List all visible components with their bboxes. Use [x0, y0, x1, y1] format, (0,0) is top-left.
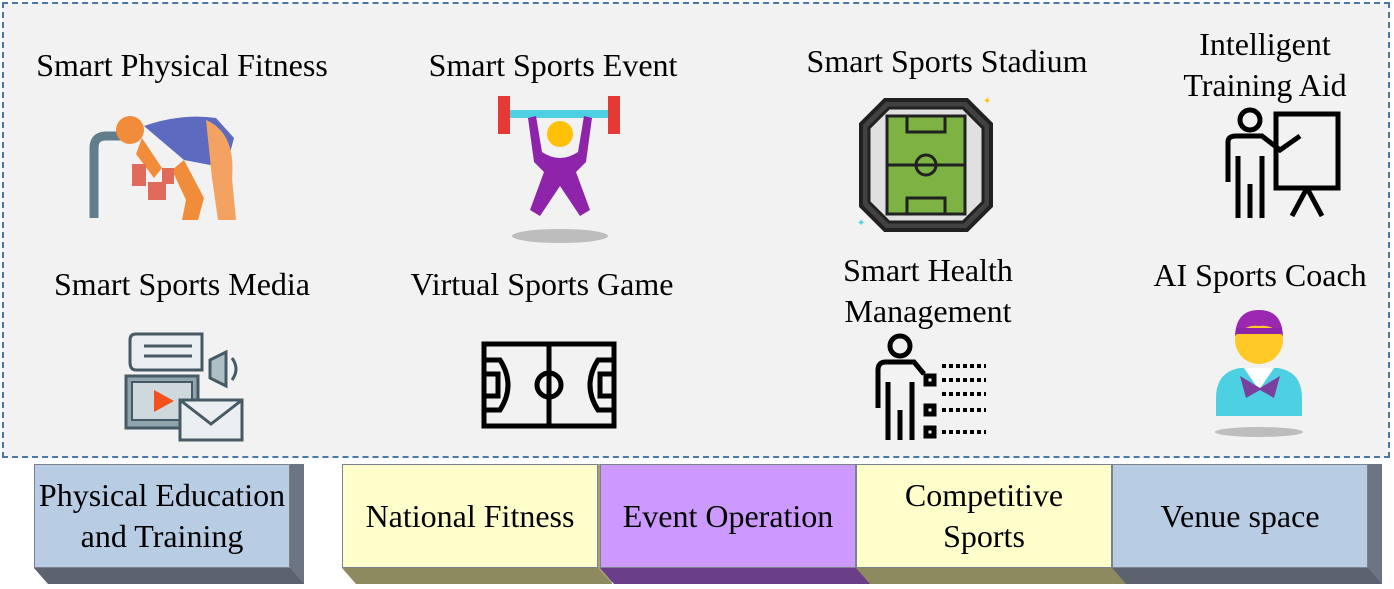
media-icon	[124, 332, 244, 442]
block-face: Physical Education and Training	[34, 464, 290, 568]
label-line: Smart Health	[843, 252, 1013, 288]
label-smart-sports-event: Smart Sports Event	[428, 47, 678, 83]
label-line: Training Aid	[1183, 67, 1347, 103]
block-face: National Fitness	[342, 464, 598, 568]
exercise-icon	[89, 116, 236, 220]
stadium-icon: ✦ ✦	[857, 96, 993, 232]
field-block-national-fitness: National Fitness	[342, 464, 612, 584]
health-checklist-icon	[875, 333, 986, 440]
label-line: Intelligent	[1199, 26, 1331, 62]
label-smart-sports-stadium: Smart Sports Stadium	[806, 43, 1088, 79]
label-virtual-sports-game: Virtual Sports Game	[410, 266, 674, 302]
block-label-line: Competitive	[904, 477, 1064, 513]
block-label-line: National Fitness	[365, 497, 575, 534]
label-ai-sports-coach: AI Sports Coach	[1153, 257, 1367, 293]
presenter-board-icon	[1225, 107, 1341, 218]
block-bottom	[600, 568, 870, 584]
block-face: Venue space	[1112, 464, 1368, 568]
field-block-event-operation: Event Operation	[600, 464, 870, 584]
block-bottom	[1112, 568, 1382, 584]
field-block-venue-space: Venue space	[1112, 464, 1382, 584]
label-smart-sports-media: Smart Sports Media	[54, 266, 310, 302]
coach-avatar-icon	[1215, 310, 1303, 437]
block-label-line: Sports	[943, 518, 1025, 554]
label-intelligent-training-aid: Intelligent Training Aid	[1183, 24, 1346, 106]
weightlifter-icon	[498, 96, 620, 243]
block-bottom	[342, 568, 612, 584]
block-bottom	[34, 568, 304, 584]
label-smart-health-management: Smart Health Management	[843, 250, 1013, 332]
block-side	[290, 464, 304, 584]
block-label-line: Venue space	[1160, 497, 1320, 534]
block-side	[1368, 464, 1382, 584]
block-face: Event Operation	[600, 464, 856, 568]
svg-text:✦: ✦	[857, 218, 865, 229]
basketball-court-icon	[481, 341, 617, 429]
block-bottom	[856, 568, 1126, 584]
block-label-line: Physical Education	[38, 477, 286, 513]
label-line: Management	[844, 293, 1012, 329]
block-label-line: and Training	[80, 518, 244, 554]
svg-text:✦: ✦	[983, 96, 991, 107]
smart-sports-panel	[2, 2, 1390, 458]
field-block-physical-education: Physical Education and Training	[34, 464, 304, 584]
label-smart-physical-fitness: Smart Physical Fitness	[36, 47, 328, 83]
block-label-line: Event Operation	[622, 497, 834, 534]
